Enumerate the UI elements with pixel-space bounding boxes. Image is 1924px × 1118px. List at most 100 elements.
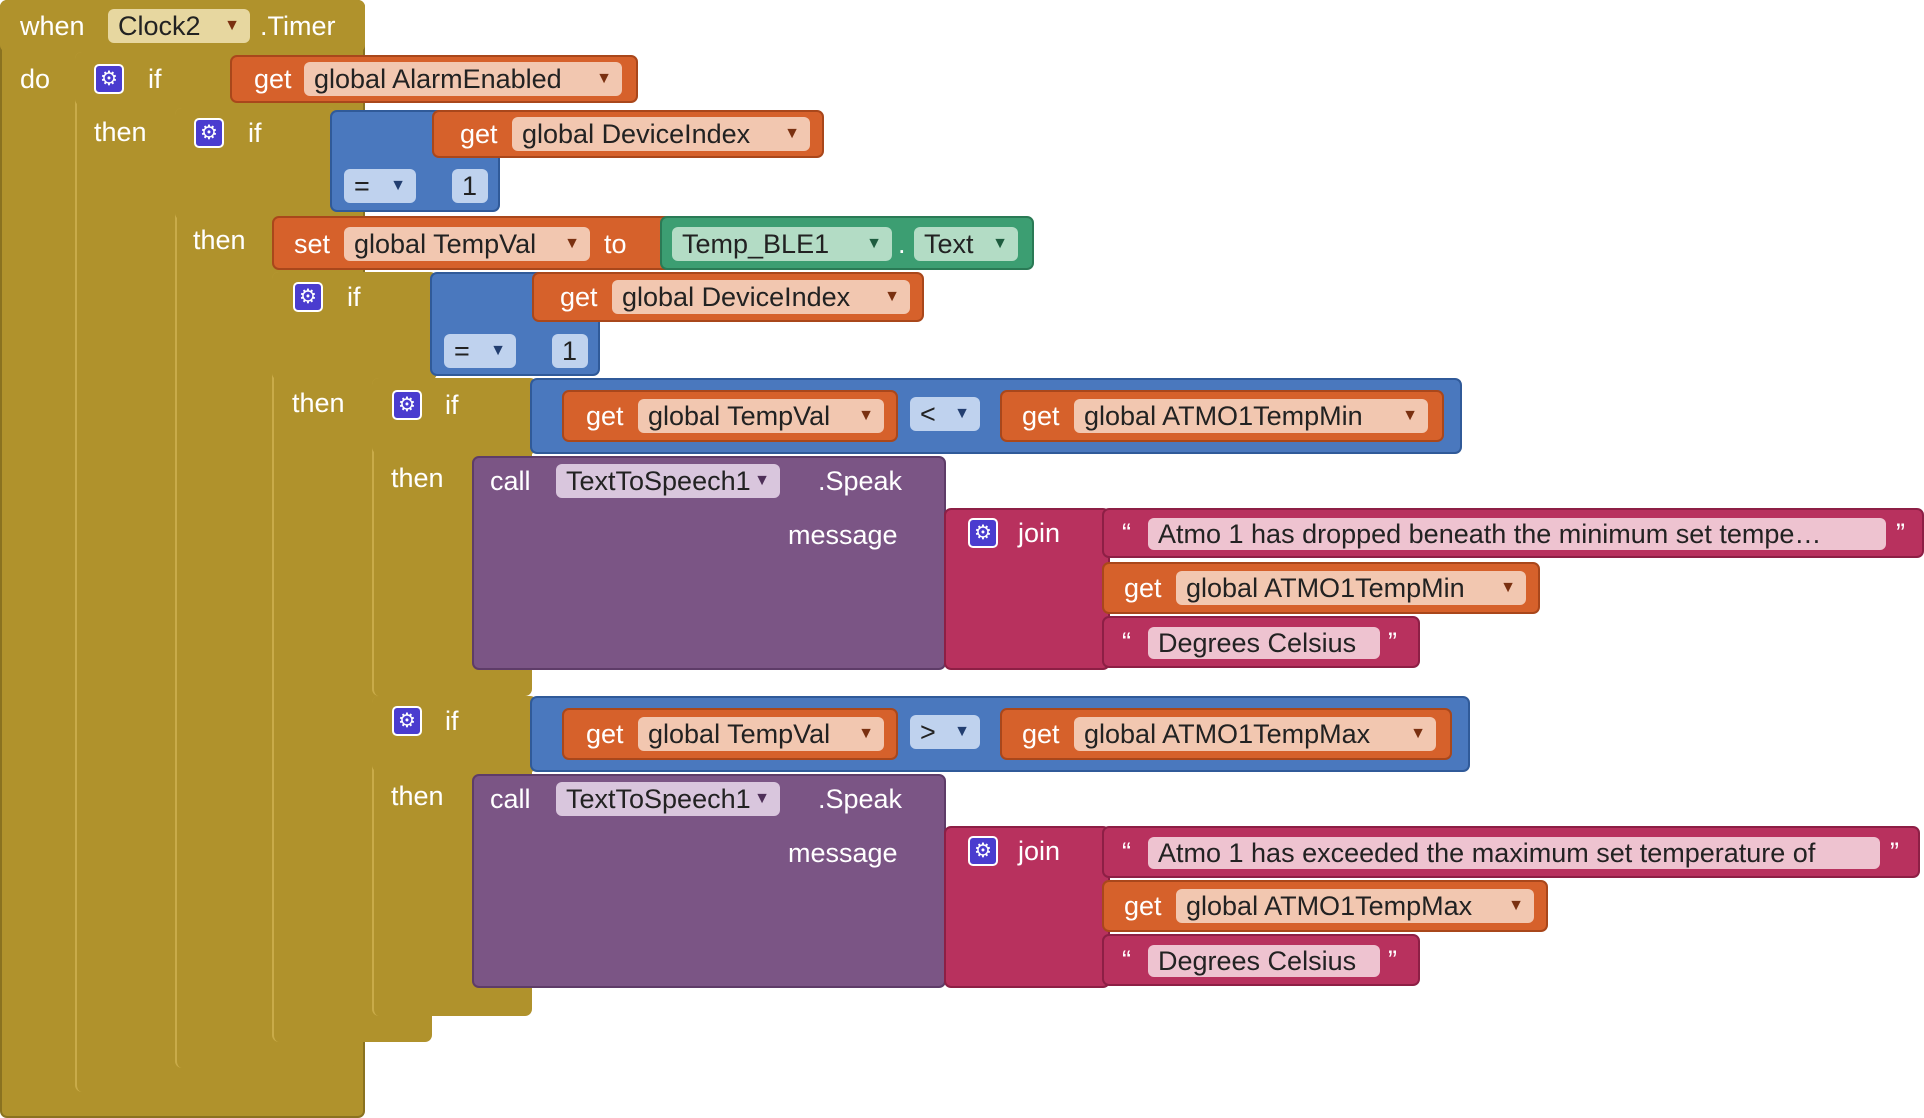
gear-icon[interactable]: ⚙ xyxy=(968,518,998,548)
dropdown-arrow-icon: ▼ xyxy=(884,288,900,305)
method-name: .Speak xyxy=(818,466,903,496)
dropdown-arrow-icon: ▼ xyxy=(596,70,612,87)
open-quote: “ xyxy=(1122,627,1131,657)
get-atmo-temp-max-block-2[interactable]: get global ATMO1TempMax ▼ xyxy=(1102,880,1548,932)
variable-name: global DeviceIndex xyxy=(522,119,751,149)
then-label: then xyxy=(292,388,345,418)
operator-dropdown[interactable]: > ▼ xyxy=(910,715,980,749)
then-label: then xyxy=(391,463,444,493)
component-dropdown[interactable]: Temp_BLE1 ▼ xyxy=(672,227,892,261)
open-quote: “ xyxy=(1122,837,1131,867)
get-temp-val-block-2[interactable]: get global TempVal ▼ xyxy=(562,708,898,760)
dropdown-arrow-icon: ▼ xyxy=(390,177,406,194)
call-speak-block-2[interactable]: call TextToSpeech1 ▼ .Speak message xyxy=(472,774,946,988)
variable-dropdown[interactable]: global AlarmEnabled ▼ xyxy=(304,62,622,96)
text-field[interactable]: Degrees Celsius xyxy=(1148,627,1380,659)
dropdown-arrow-icon: ▼ xyxy=(954,723,970,740)
text-block-message[interactable]: “ Atmo 1 has dropped beneath the minimum… xyxy=(1102,508,1924,558)
dropdown-arrow-icon: ▼ xyxy=(1402,407,1418,424)
dropdown-arrow-icon: ▼ xyxy=(1500,579,1516,596)
gear-icon[interactable]: ⚙ xyxy=(94,64,124,94)
variable-dropdown[interactable]: global ATMO1TempMax ▼ xyxy=(1176,889,1534,923)
join-block-2[interactable]: ⚙ join xyxy=(944,826,1110,988)
dropdown-arrow-icon: ▼ xyxy=(866,235,882,252)
text-field[interactable]: Atmo 1 has exceeded the maximum set temp… xyxy=(1148,837,1880,869)
text-field[interactable]: Atmo 1 has dropped beneath the minimum s… xyxy=(1148,518,1886,550)
get-device-index-block-2[interactable]: get global DeviceIndex ▼ xyxy=(532,272,924,322)
get-device-index-block[interactable]: get global DeviceIndex ▼ xyxy=(432,110,824,158)
variable-name: global AlarmEnabled xyxy=(314,64,562,94)
open-quote: “ xyxy=(1122,945,1131,975)
number-field[interactable]: 1 xyxy=(452,169,488,203)
join-label: join xyxy=(1018,836,1061,866)
gear-icon[interactable]: ⚙ xyxy=(293,282,323,312)
variable-dropdown[interactable]: global ATMO1TempMax ▼ xyxy=(1074,717,1436,751)
text-block-message-2[interactable]: “ Atmo 1 has exceeded the maximum set te… xyxy=(1102,826,1920,878)
operator-dropdown[interactable]: = ▼ xyxy=(444,334,516,368)
get-alarm-enabled-block[interactable]: get global AlarmEnabled ▼ xyxy=(230,55,638,103)
join-block[interactable]: ⚙ join xyxy=(944,508,1110,670)
text-block-units-2[interactable]: “ Degrees Celsius ” xyxy=(1102,934,1420,986)
component-dropdown[interactable]: Clock2 ▼ xyxy=(108,9,250,43)
variable-name: global TempVal xyxy=(354,229,537,259)
join-label: join xyxy=(1018,518,1061,548)
get-temp-val-block[interactable]: get global TempVal ▼ xyxy=(562,390,898,442)
get-label: get xyxy=(1022,401,1060,431)
component-dropdown[interactable]: TextToSpeech1 ▼ xyxy=(556,464,780,498)
gear-icon[interactable]: ⚙ xyxy=(194,118,224,148)
close-quote: ” xyxy=(1388,945,1397,975)
component-dropdown[interactable]: TextToSpeech1 ▼ xyxy=(556,782,780,816)
variable-dropdown[interactable]: global ATMO1TempMin ▼ xyxy=(1074,399,1428,433)
gear-icon[interactable]: ⚙ xyxy=(392,706,422,736)
dropdown-arrow-icon: ▼ xyxy=(224,17,240,34)
component-property-block[interactable]: Temp_BLE1 ▼ . Text ▼ xyxy=(660,216,1034,270)
get-label: get xyxy=(1124,891,1162,921)
call-label: call xyxy=(490,784,531,814)
variable-dropdown[interactable]: global ATMO1TempMin ▼ xyxy=(1176,571,1526,605)
variable-name: global ATMO1TempMax xyxy=(1084,719,1371,749)
close-quote: ” xyxy=(1896,518,1905,548)
message-label: message xyxy=(788,838,898,868)
operator-dropdown[interactable]: < ▼ xyxy=(910,397,980,431)
operator: > xyxy=(920,717,936,747)
get-atmo-temp-max-block[interactable]: get global ATMO1TempMax ▼ xyxy=(1000,708,1452,760)
number-field[interactable]: 1 xyxy=(552,334,588,368)
variable-name: global DeviceIndex xyxy=(622,282,851,312)
dropdown-arrow-icon: ▼ xyxy=(784,125,800,142)
operator-dropdown[interactable]: = ▼ xyxy=(344,169,416,203)
get-atmo-temp-min-block-2[interactable]: get global ATMO1TempMin ▼ xyxy=(1102,562,1540,614)
component-name: Temp_BLE1 xyxy=(682,229,830,259)
close-quote: ” xyxy=(1388,627,1397,657)
if-label: if xyxy=(148,64,162,94)
dot-label: . xyxy=(898,229,906,259)
operator: = xyxy=(354,171,370,201)
variable-dropdown[interactable]: global DeviceIndex ▼ xyxy=(612,280,910,314)
gear-icon[interactable]: ⚙ xyxy=(392,390,422,420)
property-dropdown[interactable]: Text ▼ xyxy=(914,227,1018,261)
open-quote: “ xyxy=(1122,518,1131,548)
message-label: message xyxy=(788,520,898,550)
property-name: Text xyxy=(924,229,974,259)
dropdown-arrow-icon: ▼ xyxy=(858,725,874,742)
dropdown-arrow-icon: ▼ xyxy=(1410,725,1426,742)
dropdown-arrow-icon: ▼ xyxy=(564,235,580,252)
get-atmo-temp-min-block[interactable]: get global ATMO1TempMin ▼ xyxy=(1000,390,1444,442)
do-label: do xyxy=(20,64,51,94)
get-label: get xyxy=(1022,719,1060,749)
text-block-units[interactable]: “ Degrees Celsius ” xyxy=(1102,616,1420,668)
variable-name: global ATMO1TempMin xyxy=(1084,401,1363,431)
dropdown-arrow-icon: ▼ xyxy=(1508,897,1524,914)
get-label: get xyxy=(1124,573,1162,603)
text-field[interactable]: Degrees Celsius xyxy=(1148,945,1380,977)
get-label: get xyxy=(460,119,498,149)
gear-icon[interactable]: ⚙ xyxy=(968,836,998,866)
to-label: to xyxy=(604,229,627,259)
set-temp-val-block[interactable]: set global TempVal ▼ to xyxy=(272,216,672,270)
variable-dropdown[interactable]: global TempVal ▼ xyxy=(638,399,884,433)
variable-dropdown[interactable]: global TempVal ▼ xyxy=(638,717,884,751)
call-speak-block[interactable]: call TextToSpeech1 ▼ .Speak message xyxy=(472,456,946,670)
variable-dropdown[interactable]: global DeviceIndex ▼ xyxy=(512,117,810,151)
if-label: if xyxy=(248,118,262,148)
variable-dropdown[interactable]: global TempVal ▼ xyxy=(344,227,590,261)
